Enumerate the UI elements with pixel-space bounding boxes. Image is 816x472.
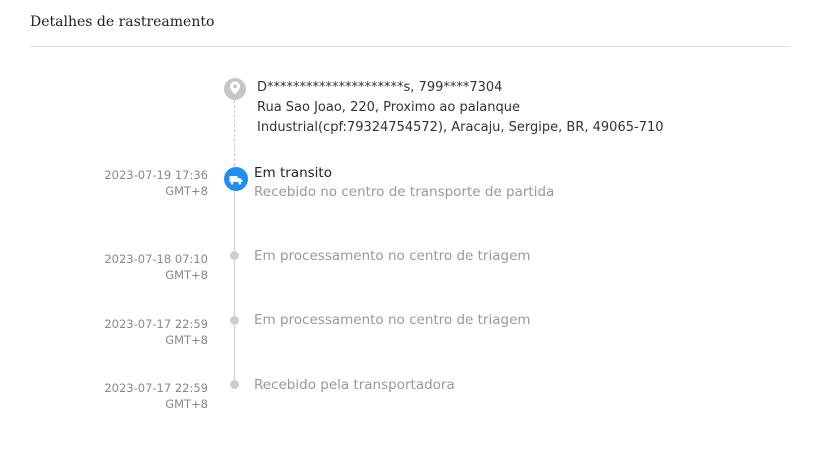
event-time: 2023-07-18 07:10 GMT+8 bbox=[104, 251, 208, 283]
page-title: Detalhes de rastreamento bbox=[30, 14, 215, 30]
address-city: Industrial(cpf:79324754572), Aracaju, Se… bbox=[257, 120, 664, 135]
event-datetime: 2023-07-17 22:59 bbox=[104, 317, 208, 331]
event-datetime: 2023-07-18 07:10 bbox=[104, 252, 208, 266]
event-timezone: GMT+8 bbox=[165, 333, 208, 347]
timeline-dashed-connector bbox=[234, 100, 235, 166]
event-status: Recebido pela transportadora bbox=[254, 377, 455, 393]
location-pin-icon bbox=[229, 80, 241, 99]
event-status: Em transito bbox=[254, 165, 332, 181]
title-divider bbox=[30, 46, 790, 47]
event-timezone: GMT+8 bbox=[165, 397, 208, 411]
event-timezone: GMT+8 bbox=[165, 184, 208, 198]
truck-icon bbox=[229, 170, 243, 189]
tracking-event: 2023-07-17 22:59 GMT+8 Em processamento … bbox=[0, 312, 816, 356]
event-dot bbox=[230, 380, 239, 389]
event-status: Em processamento no centro de triagem bbox=[254, 248, 531, 264]
event-timezone: GMT+8 bbox=[165, 268, 208, 282]
address-street: Rua Sao Joao, 220, Proximo ao palanque bbox=[257, 100, 520, 115]
tracking-event: 2023-07-17 22:59 GMT+8 Recebido pela tra… bbox=[0, 377, 816, 420]
event-time: 2023-07-17 22:59 GMT+8 bbox=[104, 316, 208, 348]
tracking-event: 2023-07-18 07:10 GMT+8 Em processamento … bbox=[0, 248, 816, 291]
event-dot bbox=[230, 316, 239, 325]
timeline-solid-connector bbox=[234, 190, 235, 386]
address-marker bbox=[224, 78, 246, 100]
event-dot bbox=[230, 251, 239, 260]
event-time: 2023-07-19 17:36 GMT+8 bbox=[104, 167, 208, 199]
event-time: 2023-07-17 22:59 GMT+8 bbox=[104, 380, 208, 412]
tracking-event: 2023-07-19 17:36 GMT+8 Em transito Receb… bbox=[0, 165, 816, 207]
event-active-marker bbox=[224, 167, 248, 191]
event-datetime: 2023-07-17 22:59 bbox=[104, 381, 208, 395]
address-recipient: D*********************s, 799****7304 bbox=[257, 80, 503, 95]
address-block: D*********************s, 799****7304 Rua… bbox=[257, 78, 697, 138]
event-detail: Recebido no centro de transporte de part… bbox=[254, 184, 555, 200]
event-status: Em processamento no centro de triagem bbox=[254, 312, 531, 328]
event-datetime: 2023-07-19 17:36 bbox=[104, 168, 208, 182]
